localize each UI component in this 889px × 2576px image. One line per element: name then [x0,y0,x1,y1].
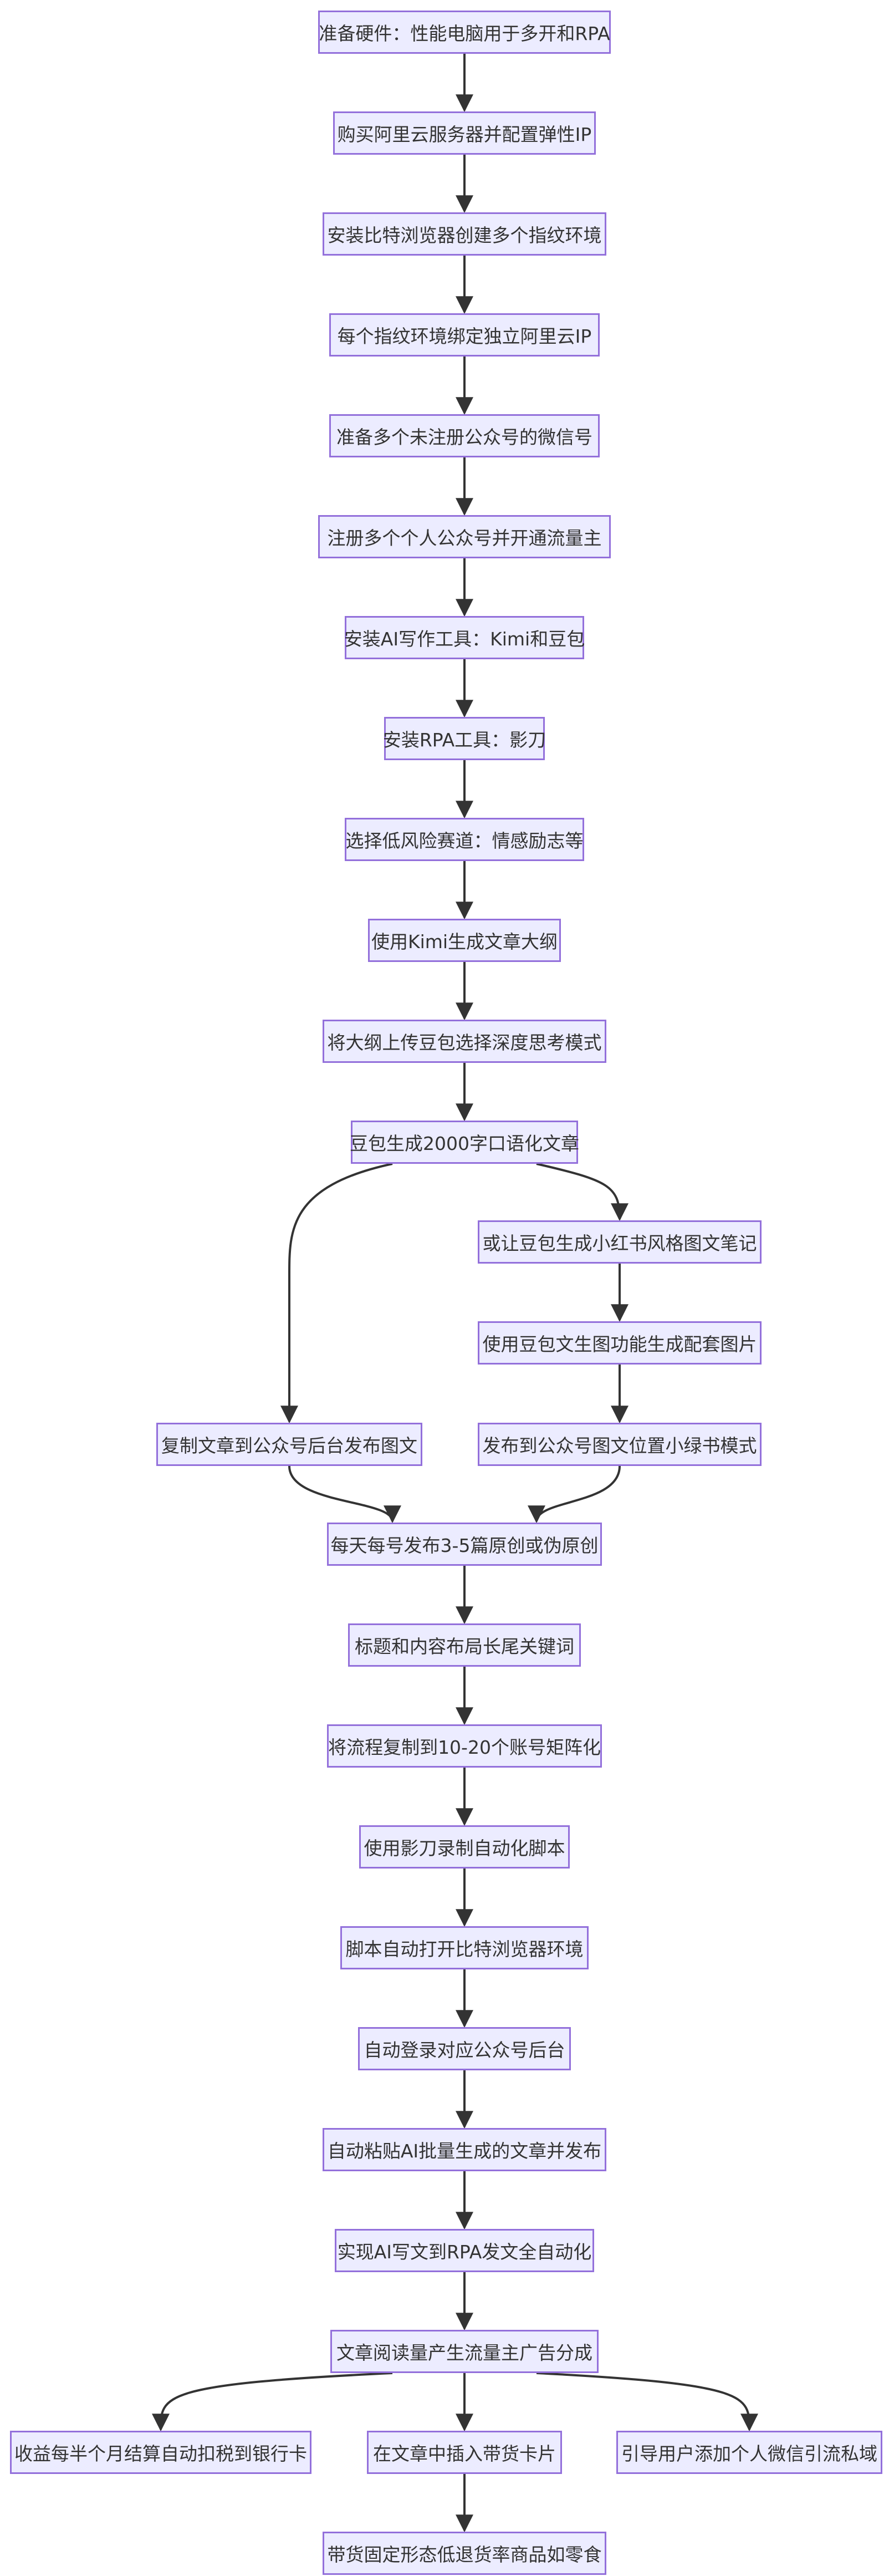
node-bind-ip: 每个指纹环境绑定独立阿里云IP [329,313,600,357]
node-register-official-accounts: 注册多个个人公众号并开通流量主 [318,515,611,558]
edge-n25-n28 [536,2372,758,2432]
node-ad-revenue: 文章阅读量产生流量主广告分成 [330,2330,599,2373]
node-generate-images: 使用豆包文生图功能生成配套图片 [478,1321,762,1365]
node-long-tail-keywords: 标题和内容布局长尾关键词 [348,1623,581,1667]
node-generate-article: 豆包生成2000字口语化文章 [350,1121,579,1164]
node-private-traffic: 引导用户添加个人微信引流私域 [616,2431,882,2474]
edge-n16-n17 [528,1465,621,1524]
node-install-ai-tools: 安装AI写作工具：Kimi和豆包 [344,616,585,659]
node-settlement: 收益每半个月结算自动扣税到银行卡 [10,2431,311,2474]
node-choose-niche: 选择低风险赛道：情感励志等 [345,818,584,861]
node-install-rpa: 安装RPA工具：影刀 [383,717,546,760]
node-matrix-accounts: 将流程复制到10-20个账号矩阵化 [327,1724,602,1768]
node-kimi-outline: 使用Kimi生成文章大纲 [368,919,561,962]
node-low-return-goods: 带货固定形态低退货率商品如零食 [323,2532,606,2575]
node-prepare-hardware: 准备硬件：性能电脑用于多开和RPA [318,11,611,54]
node-publish-green-book: 发布到公众号图文位置小绿书模式 [478,1423,762,1466]
node-full-automation: 实现AI写文到RPA发文全自动化 [335,2229,594,2272]
node-record-script: 使用影刀录制自动化脚本 [359,1825,570,1869]
node-install-bit-browser: 安装比特浏览器创建多个指纹环境 [323,212,606,256]
edge-n15-n17 [288,1465,401,1524]
edge-n12-n13 [536,1163,629,1221]
node-auto-open-browser: 脚本自动打开比特浏览器环境 [340,1926,589,1969]
node-prepare-wechat-accounts: 准备多个未注册公众号的微信号 [329,414,600,457]
edge-n12-n15 [280,1163,393,1424]
node-upload-outline: 将大纲上传豆包选择深度思考模式 [323,1020,606,1063]
edge-n25-n26 [152,2372,393,2432]
node-buy-aliyun-server: 购买阿里云服务器并配置弹性IP [333,111,596,155]
node-product-cards: 在文章中插入带货卡片 [367,2431,562,2474]
node-publish-article: 复制文章到公众号后台发布图文 [156,1423,422,1466]
node-auto-login: 自动登录对应公众号后台 [358,2027,571,2070]
node-daily-publishing: 每天每号发布3-5篇原创或伪原创 [327,1523,602,1566]
node-auto-paste-publish: 自动粘贴AI批量生成的文章并发布 [323,2128,606,2171]
node-xiaohongshu-notes: 或让豆包生成小红书风格图文笔记 [478,1220,762,1264]
